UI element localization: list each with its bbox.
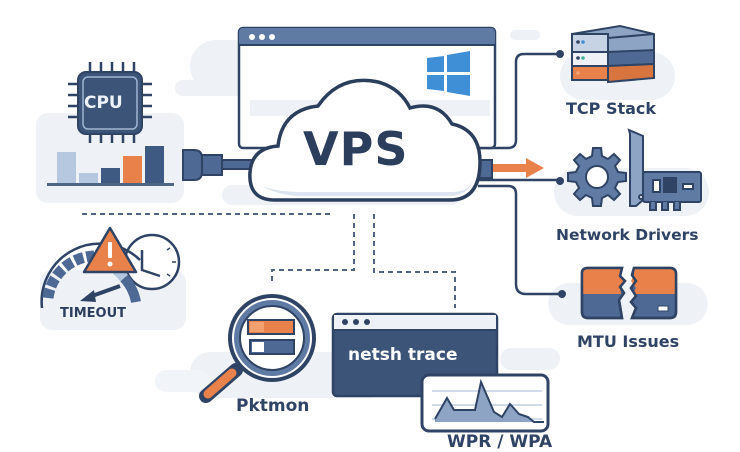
server-stack-icon bbox=[571, 24, 655, 84]
cpu-bar-5 bbox=[145, 146, 164, 184]
connector-dots bbox=[556, 50, 566, 298]
timeout-label: TIMEOUT bbox=[60, 306, 126, 321]
windows-logo-icon bbox=[427, 51, 470, 96]
pktmon-label: Pktmon bbox=[236, 396, 310, 416]
broken-packet-icon bbox=[580, 266, 678, 320]
orange-arrow-icon bbox=[488, 158, 544, 178]
tcp-stack-label: TCP Stack bbox=[566, 99, 657, 118]
cpu-bar-1 bbox=[57, 152, 76, 184]
performance-graph-icon bbox=[420, 373, 550, 433]
cpu-bar-3 bbox=[101, 168, 120, 184]
mtu-issues-label: MTU Issues bbox=[577, 332, 680, 351]
netsh-trace-label: netsh trace bbox=[348, 345, 458, 365]
magnifier-packet-icon bbox=[199, 294, 316, 403]
solid-connectors bbox=[478, 52, 562, 296]
gauge-warning-clock-icon bbox=[40, 226, 181, 309]
dashed-connectors bbox=[82, 213, 456, 308]
cpu-label: CPU bbox=[84, 93, 123, 113]
cpu-bar-2 bbox=[79, 173, 98, 184]
cpu-usage-bars bbox=[47, 146, 174, 186]
network-drivers-label: Network Drivers bbox=[556, 226, 699, 244]
wpr-wpa-label: WPR / WPA bbox=[447, 432, 553, 452]
gear-icon bbox=[567, 147, 627, 207]
cable-left-icon bbox=[182, 149, 271, 181]
cpu-bar-4 bbox=[123, 156, 142, 184]
cloud-icon bbox=[248, 78, 482, 202]
network-card-icon bbox=[627, 128, 702, 211]
cpu-chip-icon bbox=[68, 62, 152, 143]
vps-label: VPS bbox=[303, 122, 409, 176]
